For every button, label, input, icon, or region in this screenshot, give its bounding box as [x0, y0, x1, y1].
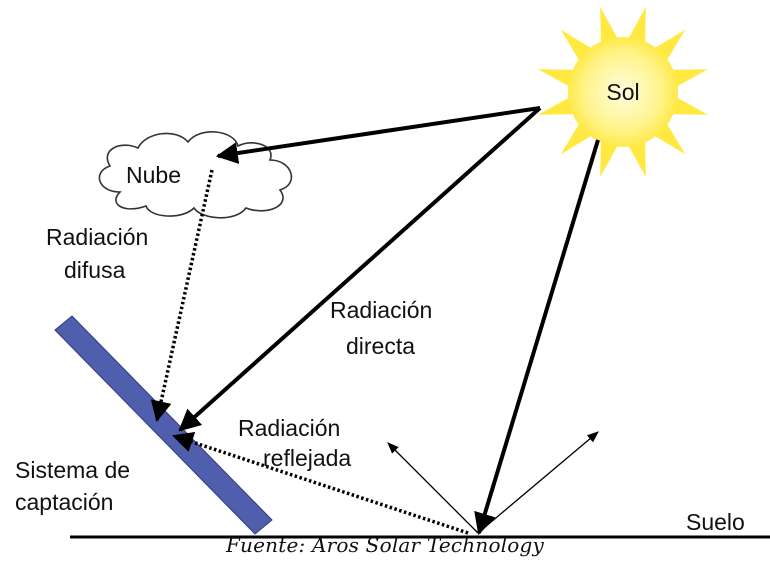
reflected-label-line2: reflejada: [263, 445, 351, 471]
collector-label-line1: Sistema de: [15, 457, 130, 483]
sun-ray: [560, 29, 592, 61]
sun-disc: [568, 37, 678, 147]
arrow-reflected-to-collector: [172, 431, 469, 535]
arrow-reflected-up-left: [387, 442, 479, 534]
diffuse-label-line1: Radiación: [46, 224, 148, 250]
sun-ray: [560, 123, 592, 155]
collector-label-line2: captación: [15, 489, 113, 515]
reflected-label-line1: Radiación: [238, 415, 340, 441]
sun-ray: [628, 141, 646, 177]
arrow-direct-radiation: [178, 106, 542, 432]
sun-ray: [600, 7, 618, 43]
collector-panel: [54, 315, 273, 535]
sun-rays: [538, 7, 708, 177]
direct-label-line1: Radiación: [330, 297, 432, 323]
sun-ray: [672, 69, 708, 87]
sun-icon: [538, 7, 708, 177]
sun-ray: [600, 141, 618, 177]
diffuse-label-line2: difusa: [64, 257, 126, 283]
direct-label-line2: directa: [346, 333, 415, 359]
arrow-sun-to-cloud: [215, 106, 541, 164]
sun-ray: [672, 97, 708, 115]
sun-ray: [654, 29, 686, 61]
sun-ray: [538, 69, 574, 87]
sun-ray: [654, 123, 686, 155]
sun-ray: [628, 7, 646, 43]
cloud-label: Nube: [126, 162, 181, 188]
arrow-sun-to-ground: [474, 139, 600, 536]
sun-label: Sol: [606, 79, 639, 105]
sun-ray: [538, 97, 574, 115]
figure-caption: Fuente: Aros Solar Technology: [225, 533, 545, 557]
arrow-reflected-up-right: [477, 431, 599, 534]
ground-label: Suelo: [686, 509, 745, 535]
